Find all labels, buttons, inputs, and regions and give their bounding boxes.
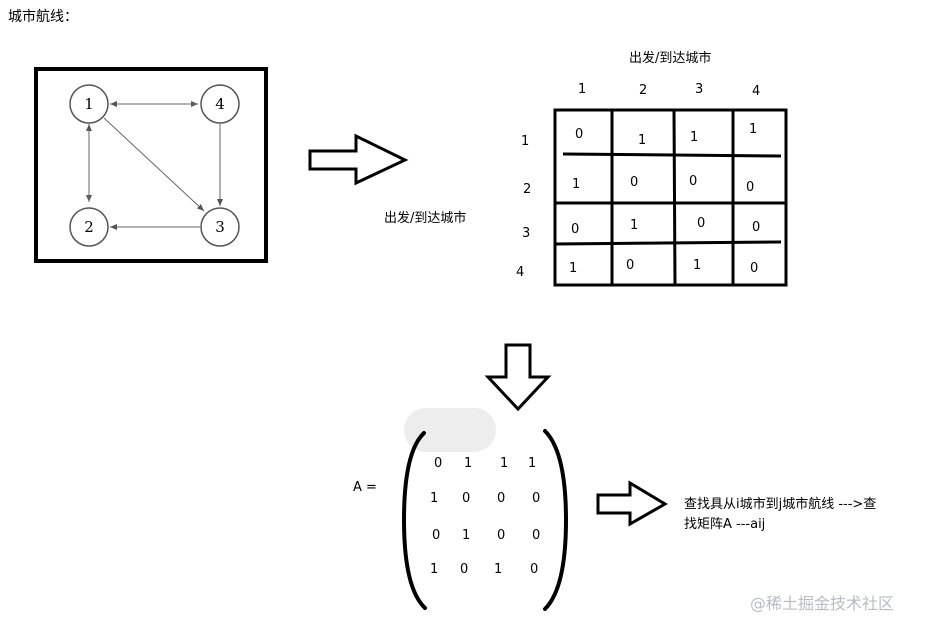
lookup-note-line-2: 找矩阵A ---aij (684, 517, 766, 532)
right-bracket (543, 429, 569, 611)
node-1: 1 (69, 84, 109, 124)
lookup-note: 查找具从i城市到j城市航线 --->查 找矩阵A ---aij (684, 495, 924, 535)
matrix-cell: 0 (532, 491, 541, 506)
matrix-cell: 0 (462, 491, 471, 506)
table-cell: 0 (689, 174, 698, 189)
matrix-cell: 0 (434, 456, 443, 471)
matrix-cell: 0 (497, 528, 506, 543)
table-cell: 1 (749, 122, 758, 137)
matrix-cell: 0 (497, 491, 506, 506)
row-header-3: 3 (522, 226, 531, 241)
arrow-label: 出发/到达城市 (384, 211, 467, 226)
matrix-cell: 0 (432, 528, 441, 543)
table-cell: 0 (746, 180, 755, 195)
page-title: 城市航线： (8, 9, 78, 25)
svg-text:3: 3 (215, 218, 225, 236)
table-cell: 0 (750, 261, 759, 276)
redacted-patch (404, 408, 496, 452)
arrow-right-icon-2 (596, 480, 668, 527)
matrix-cell: 1 (430, 491, 439, 506)
matrix-cell: 1 (500, 456, 509, 471)
table-cell: 0 (571, 222, 580, 237)
table-cell: 1 (638, 133, 647, 148)
watermark: @稀土掘金技术社区 (750, 594, 895, 613)
row-header-2: 2 (523, 182, 532, 197)
col-header-2: 2 (639, 83, 648, 98)
arrow-right-icon (308, 133, 409, 186)
table-cell: 0 (697, 216, 706, 231)
node-4: 4 (200, 84, 240, 124)
matrix-cell: 0 (532, 528, 541, 543)
table-cell: 0 (626, 258, 635, 273)
graph-frame: 1 4 2 3 (34, 67, 268, 263)
svg-text:1: 1 (84, 95, 94, 113)
matrix-cell: 1 (462, 528, 471, 543)
table-title: 出发/到达城市 (629, 51, 712, 66)
matrix-label: A = (353, 480, 377, 495)
matrix-cell: 1 (464, 456, 473, 471)
svg-text:4: 4 (215, 95, 225, 113)
matrix-cell: 1 (494, 562, 503, 577)
col-header-1: 1 (578, 82, 587, 97)
left-bracket (401, 431, 427, 610)
node-2: 2 (69, 207, 109, 247)
table-cell: 1 (572, 177, 581, 192)
matrix-cell: 0 (460, 562, 469, 577)
arrow-down-icon (484, 343, 552, 412)
lookup-note-line-1: 查找具从i城市到j城市航线 --->查 (684, 497, 877, 512)
row-header-1: 1 (521, 134, 530, 149)
svg-text:2: 2 (84, 218, 94, 236)
col-header-4: 4 (752, 84, 761, 99)
node-3: 3 (200, 207, 240, 247)
matrix-cell: 0 (530, 562, 539, 577)
table-cell: 1 (693, 258, 702, 273)
matrix-cell: 1 (528, 456, 537, 471)
row-header-4: 4 (516, 265, 525, 280)
table-cell: 1 (569, 261, 578, 276)
table-cell: 0 (752, 220, 761, 235)
table-cell: 0 (630, 175, 639, 190)
edge-1-3 (103, 117, 205, 212)
table-cell: 1 (630, 218, 639, 233)
table-cell: 1 (690, 130, 699, 145)
route-graph: 1 4 2 3 (69, 84, 240, 247)
col-header-3: 3 (695, 82, 704, 97)
matrix-cell: 1 (430, 562, 439, 577)
table-cell: 0 (575, 127, 584, 142)
